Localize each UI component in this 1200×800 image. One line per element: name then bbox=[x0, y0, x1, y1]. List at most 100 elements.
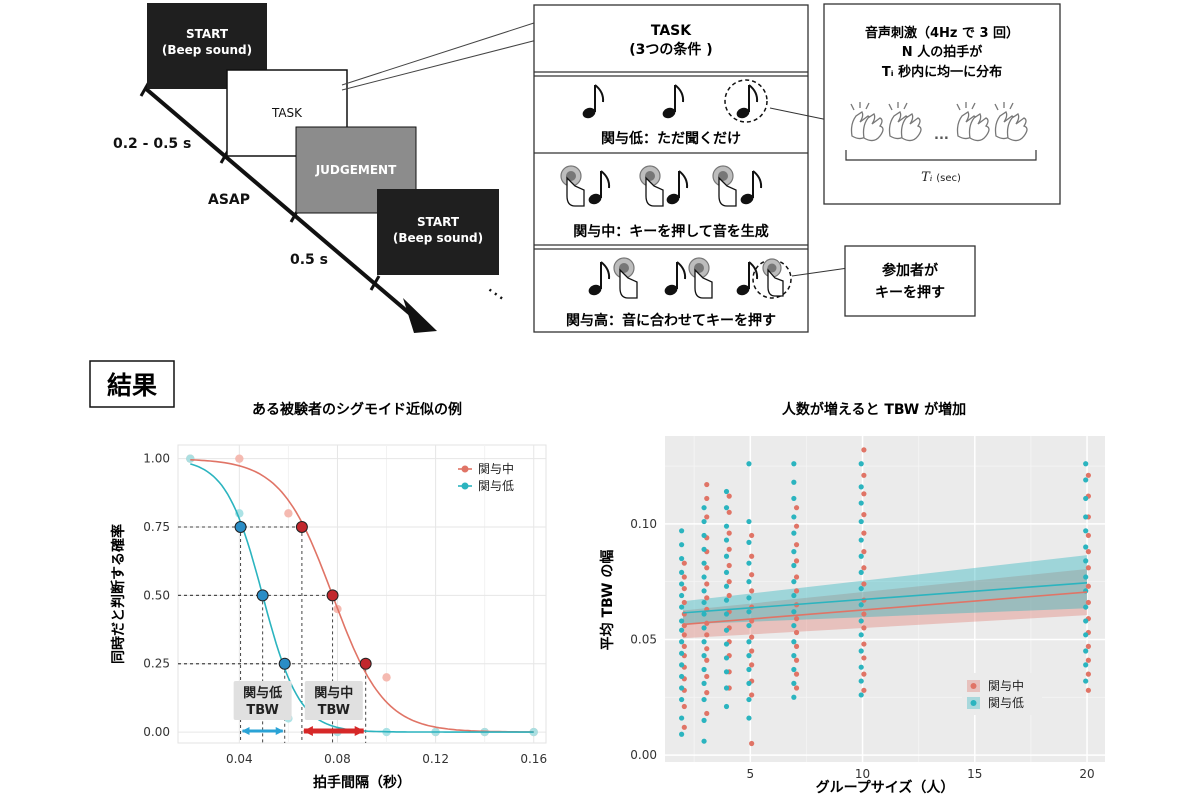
task-panel-frame bbox=[533, 4, 809, 333]
data-point bbox=[723, 569, 730, 576]
data-point bbox=[793, 588, 800, 594]
tbw-label-box bbox=[304, 681, 363, 720]
stimulus-line-1: 音声刺激（4Hz で 3 回） bbox=[865, 25, 1019, 41]
data-point bbox=[793, 657, 800, 663]
start-card-1-line2: (Beep sound) bbox=[162, 43, 252, 57]
legend-marker bbox=[461, 482, 469, 490]
regression-line bbox=[682, 582, 1088, 614]
data-point bbox=[679, 592, 685, 599]
data-point bbox=[861, 687, 867, 693]
timeline-axis bbox=[143, 86, 417, 320]
observed-point bbox=[235, 454, 244, 463]
y-tick-label: 0.00 bbox=[143, 725, 170, 739]
y-tick-label: 0.50 bbox=[143, 588, 170, 602]
y-tick-label: 0.10 bbox=[630, 517, 657, 531]
data-point bbox=[746, 518, 752, 525]
data-point bbox=[681, 574, 687, 580]
data-point bbox=[749, 740, 755, 747]
music-note-icon bbox=[662, 84, 685, 119]
data-point bbox=[858, 500, 864, 506]
legend-label: 関与中 bbox=[478, 461, 514, 476]
data-point bbox=[726, 592, 732, 599]
regression-line bbox=[682, 591, 1088, 626]
chart-right-regression-lines bbox=[682, 582, 1088, 626]
data-point bbox=[858, 484, 864, 490]
data-point bbox=[858, 678, 864, 684]
data-point bbox=[861, 581, 867, 587]
data-point bbox=[681, 643, 687, 649]
data-point bbox=[861, 549, 867, 555]
data-point bbox=[791, 495, 797, 502]
data-point bbox=[1083, 604, 1089, 610]
press-finger-icon bbox=[762, 258, 784, 297]
data-point bbox=[858, 537, 864, 543]
data-point bbox=[701, 611, 707, 617]
data-point bbox=[1083, 461, 1089, 467]
data-point bbox=[791, 514, 797, 520]
task-panel-title: TASK bbox=[651, 23, 692, 39]
x-tick-label: 0.16 bbox=[520, 752, 547, 766]
condition-label-mid: 関与中：キーを押して音を生成 bbox=[573, 223, 769, 240]
chart-left-ylabel: 同時だと判断する確率 bbox=[110, 524, 127, 664]
data-point bbox=[1085, 657, 1091, 663]
data-point bbox=[701, 599, 707, 606]
stimulus-callout: 音声刺激（4Hz で 3 回） N 人の拍手が Tᵢ 秒内に均一に分布 ... … bbox=[769, 3, 1061, 205]
threshold-marker bbox=[278, 657, 291, 670]
participant-callout: 参加者が キーを押す bbox=[791, 245, 976, 317]
data-point bbox=[749, 634, 755, 640]
data-point bbox=[723, 583, 730, 589]
clapping-hands-icon bbox=[994, 102, 1028, 142]
data-point bbox=[723, 611, 730, 617]
data-point bbox=[681, 599, 687, 606]
data-point bbox=[858, 553, 864, 559]
data-point bbox=[858, 618, 864, 624]
trial-schematic: START (Beep sound) TASK JUDGEMENT START … bbox=[113, 3, 538, 333]
data-point bbox=[679, 627, 685, 633]
results-label-box: 結果 bbox=[89, 360, 175, 408]
tbw-label-box bbox=[233, 681, 292, 720]
y-tick-label: 0.05 bbox=[630, 632, 657, 646]
data-point bbox=[746, 680, 752, 686]
data-point bbox=[704, 595, 710, 601]
data-point bbox=[1083, 648, 1089, 654]
interval-label-3: 0.5 s bbox=[290, 252, 328, 268]
x-tick-label: 5 bbox=[746, 767, 754, 781]
data-point bbox=[723, 523, 730, 529]
data-point bbox=[1083, 558, 1089, 564]
data-point bbox=[679, 662, 685, 668]
data-point bbox=[1083, 495, 1089, 502]
data-point bbox=[679, 731, 685, 737]
x-tick-label: 0.04 bbox=[226, 752, 253, 766]
data-point bbox=[704, 581, 710, 587]
legend-background bbox=[962, 673, 1042, 715]
data-point bbox=[679, 685, 685, 691]
data-point bbox=[791, 579, 797, 585]
data-point bbox=[861, 530, 867, 536]
task-panel: TASK (3つの条件 ) 関与低：ただ聞くだけ bbox=[533, 4, 809, 333]
duration-bracket bbox=[845, 150, 1037, 161]
data-point bbox=[679, 650, 685, 656]
data-point bbox=[701, 532, 707, 539]
music-note-icon bbox=[740, 170, 763, 205]
data-point bbox=[858, 585, 864, 592]
data-point bbox=[861, 641, 867, 647]
data-point bbox=[723, 488, 730, 495]
y-tick-label: 0.00 bbox=[630, 748, 657, 762]
clapping-hands-icon bbox=[956, 102, 990, 142]
data-point bbox=[1083, 477, 1089, 483]
data-point bbox=[749, 662, 755, 668]
data-point bbox=[793, 616, 800, 622]
data-point bbox=[791, 479, 797, 485]
timeline-arrowhead bbox=[403, 298, 437, 333]
data-point bbox=[726, 546, 732, 552]
data-point bbox=[858, 569, 864, 576]
data-point bbox=[1085, 599, 1091, 606]
data-point bbox=[746, 609, 752, 615]
data-point bbox=[746, 666, 752, 673]
data-point bbox=[749, 588, 755, 594]
data-point bbox=[701, 588, 707, 594]
zoom-line-bottom bbox=[341, 39, 538, 91]
